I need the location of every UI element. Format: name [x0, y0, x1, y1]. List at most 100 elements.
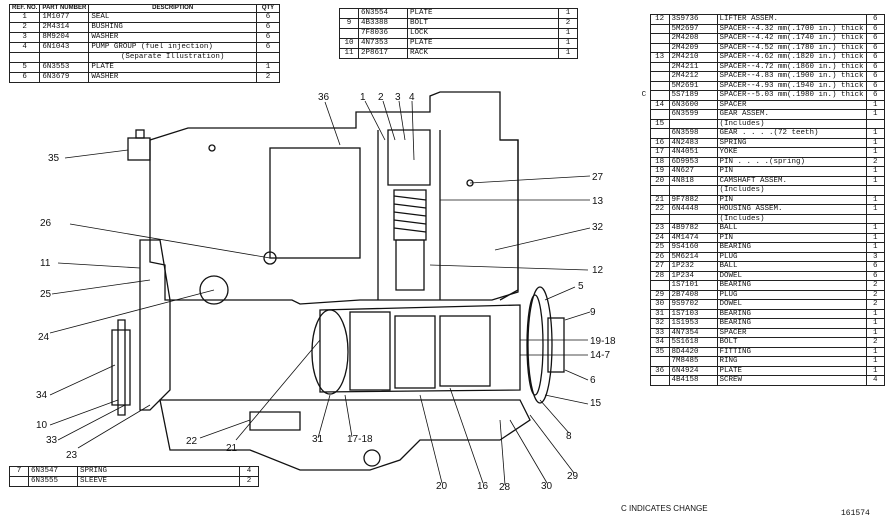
ref-cell: 11	[339, 48, 359, 59]
callout-30: 30	[541, 481, 553, 492]
ref-cell	[649, 375, 670, 386]
ref-cell	[339, 8, 359, 19]
desc-cell: PLATE	[88, 62, 257, 73]
ref-cell: 24	[649, 232, 670, 243]
desc-cell: SPRING	[77, 466, 240, 477]
qty-cell: 4	[239, 466, 259, 477]
desc-cell: WASHER	[88, 32, 257, 43]
desc-cell: YOKE	[716, 147, 867, 158]
part-cell: 4B4158	[668, 375, 718, 386]
change-cell	[638, 15, 650, 25]
part-cell: 6N3599	[668, 109, 718, 120]
callout-1: 1	[360, 92, 366, 103]
part-cell: 4B9782	[668, 223, 718, 234]
change-cell	[638, 167, 650, 177]
desc-cell: GEAR . . . .(72 teeth)	[716, 128, 867, 139]
callout-3: 3	[395, 92, 401, 103]
desc-cell: (Includes)	[716, 118, 867, 129]
callout-8: 8	[566, 431, 572, 442]
qty-cell: 2	[865, 289, 886, 300]
change-cell	[638, 233, 650, 243]
table-row: (Includes)	[638, 213, 886, 224]
change-cell	[638, 176, 650, 186]
change-cell	[638, 43, 650, 53]
callout-15: 15	[590, 398, 602, 409]
change-cell	[638, 157, 650, 167]
desc-cell: SPACER--4.52 mm(.1780 in.) thick	[716, 42, 867, 53]
change-cell	[638, 357, 650, 367]
callout-17-18: 17-18	[347, 434, 373, 445]
desc-cell: BALL	[716, 223, 867, 234]
desc-cell: CAMSHAFT ASSEM.	[716, 175, 867, 186]
callout-13: 13	[592, 196, 604, 207]
part-cell: 7F8036	[358, 28, 408, 39]
header-ref: REF. NO.	[8, 4, 41, 13]
part-cell: 2M4208	[668, 33, 718, 44]
qty-cell: 1	[558, 38, 578, 49]
ref-cell: 17	[649, 147, 670, 158]
part-cell: 3S9736	[668, 14, 718, 25]
part-cell: 6N3554	[358, 8, 408, 19]
part-cell: 6N4924	[668, 365, 718, 376]
qty-cell: 2	[865, 280, 886, 291]
qty-cell: 1	[558, 28, 578, 39]
change-cell	[638, 110, 650, 120]
change-cell	[638, 129, 650, 139]
part-cell: 6N3553	[39, 62, 90, 73]
desc-cell: SPACER	[716, 327, 867, 338]
part-cell	[668, 118, 718, 129]
callout-9: 9	[590, 307, 596, 318]
part-cell: 7M8485	[668, 356, 718, 367]
ref-cell	[8, 52, 41, 63]
qty-cell: 1	[865, 232, 886, 243]
table-row: (Includes)	[638, 185, 886, 196]
ref-cell: 32	[649, 318, 670, 329]
change-cell	[638, 186, 650, 196]
part-cell: 6D9953	[668, 156, 718, 167]
qty-cell: 1	[865, 175, 886, 186]
qty-cell: 1	[865, 194, 886, 205]
ref-cell	[649, 33, 670, 44]
desc-cell: PUMP GROUP (fuel injection)	[88, 42, 257, 53]
callout-26: 26	[40, 218, 52, 229]
ref-cell: 5	[8, 62, 41, 73]
callout-20: 20	[436, 481, 448, 492]
change-cell	[638, 214, 650, 224]
part-cell: 5M6214	[668, 251, 718, 262]
change-cell	[638, 347, 650, 357]
ref-cell: 13	[649, 52, 670, 63]
ref-cell	[649, 128, 670, 139]
ref-cell: 14	[649, 99, 670, 110]
header-part-number: PART NUMBER	[39, 4, 90, 13]
callout-19-18: 19-18	[590, 336, 616, 347]
callout-22: 22	[186, 436, 198, 447]
part-cell: 4B3388	[358, 18, 408, 29]
part-cell: 2P8617	[358, 48, 408, 59]
desc-cell: GEAR ASSEM.	[716, 109, 867, 120]
change-cell	[638, 262, 650, 272]
callout-24: 24	[38, 332, 50, 343]
qty-cell: 2	[239, 476, 259, 487]
part-cell: 5M2697	[668, 23, 718, 34]
part-cell: 1P234	[668, 270, 718, 281]
change-cell	[638, 195, 650, 205]
desc-cell: SPACER--5.03 mm(.1980 in.) thick	[716, 90, 867, 101]
callout-29: 29	[567, 471, 579, 482]
callout-25: 25	[40, 289, 52, 300]
